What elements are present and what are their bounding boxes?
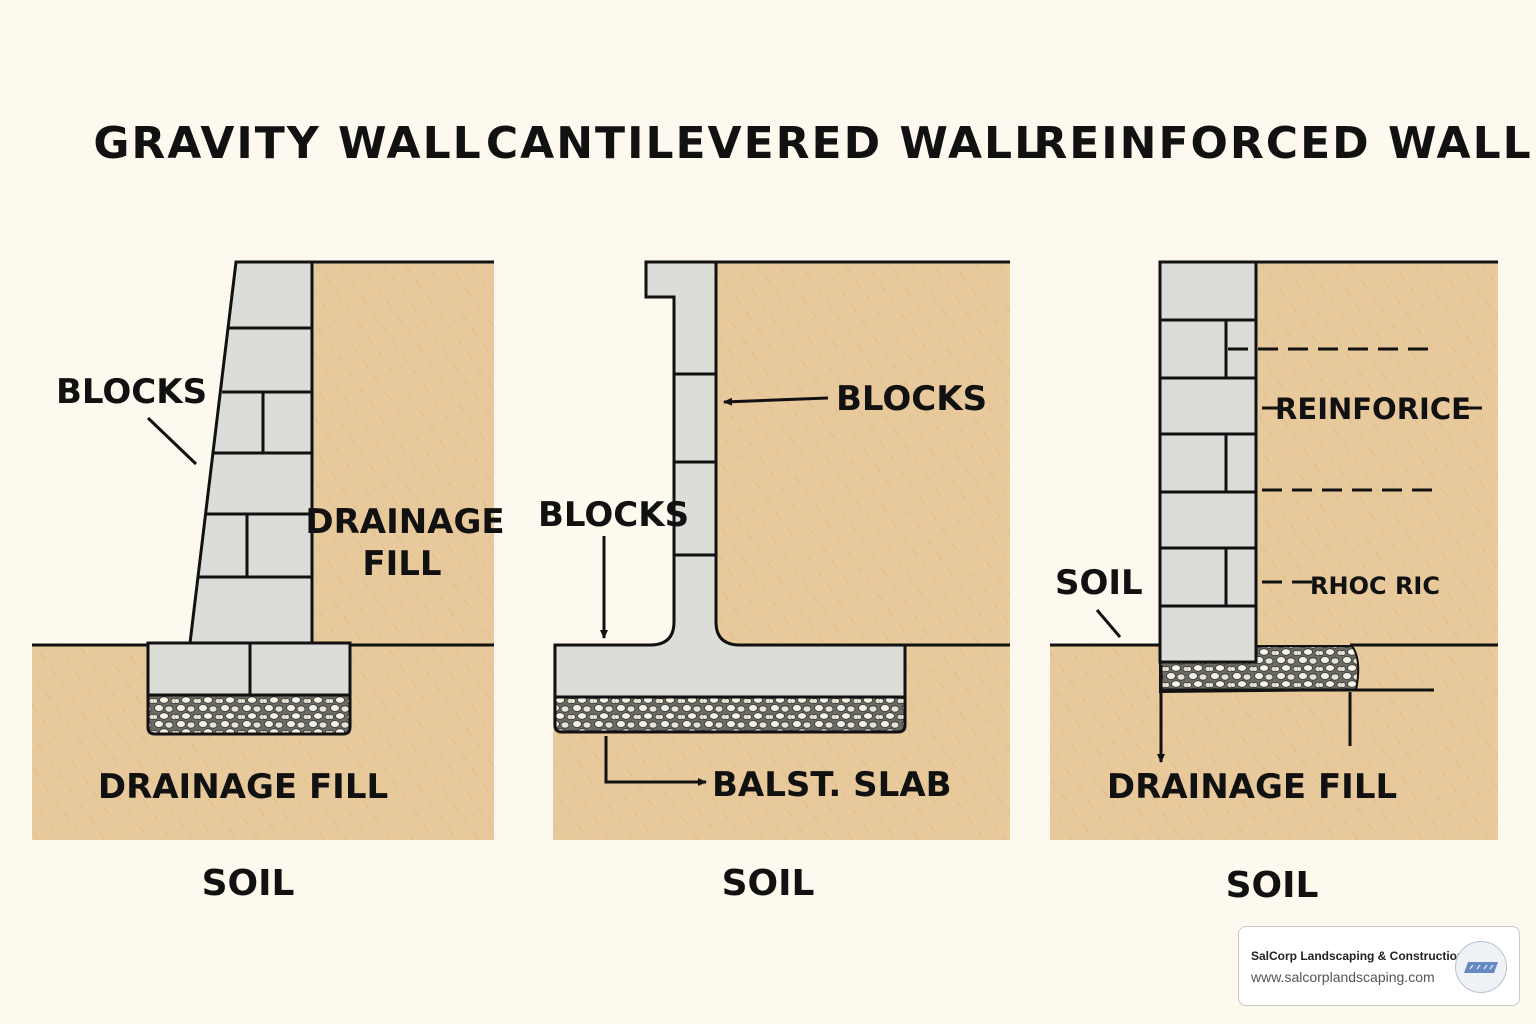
cantilevered-wall-stem — [553, 260, 907, 699]
gravity-blocks-label: BLOCKS — [56, 372, 207, 412]
gravity-fill-label-line2: FILL — [362, 544, 441, 584]
cantilevered-blocks-left-label: BLOCKS — [538, 495, 689, 535]
gravity-footing — [146, 641, 352, 697]
reinforced-wall-blocks — [1158, 260, 1258, 664]
cantilevered-blocks-right-arrow — [723, 396, 829, 406]
company-name: SalCorp Landscaping & Construction — [1251, 949, 1465, 963]
cantilevered-slab-label: BALST. SLAB — [712, 765, 952, 805]
reinforced-base-label: DRAINAGE FILL — [1107, 767, 1397, 807]
cantilevered-wall-title: CANTILEVERED WALL — [486, 118, 1044, 169]
reinforced-soil-side-leader — [1095, 609, 1122, 638]
cantilevered-slab-arrow — [604, 736, 707, 786]
cantilevered-blocks-right-label: BLOCKS — [836, 379, 987, 419]
reinforced-soil-side-label: SOIL — [1055, 563, 1143, 603]
cantilevered-gravel-bed — [553, 695, 907, 734]
reinforce-label-1: REINFORICE — [1275, 392, 1471, 426]
gravity-wall-title: GRAVITY WALL — [93, 118, 482, 169]
cantilevered-stem-blocks — [674, 372, 716, 557]
cantilevered-wall-panel: CANTILEVERED WALL BLOCKS BLOCKS BALST. S… — [486, 118, 1044, 904]
reinforced-soil-label: SOIL — [1226, 865, 1319, 906]
reinforced-wall-title: REINFORCED WALL — [1033, 118, 1532, 169]
gravity-gravel-bed — [146, 693, 352, 736]
reinforced-wall-panel: REINFORCED WALL — [1033, 118, 1532, 906]
gravity-soil-label: SOIL — [202, 863, 295, 904]
company-url[interactable]: www.salcorplandscaping.com — [1251, 969, 1435, 985]
gravity-backfill — [312, 262, 494, 645]
gravity-wall-blocks — [188, 260, 314, 645]
company-badge[interactable]: SalCorp Landscaping & Construction www.s… — [1238, 926, 1520, 1006]
reinforcement-layers — [1228, 347, 1482, 584]
gravity-wall-panel: GRAVITY WALL — [32, 118, 505, 904]
gravity-blocks-leader — [146, 416, 198, 466]
cantilevered-backfill — [716, 262, 1010, 645]
gravity-fill-label-line1: DRAINAGE — [305, 502, 504, 542]
cantilevered-soil-label: SOIL — [722, 863, 815, 904]
gravity-base-label: DRAINAGE FILL — [98, 767, 388, 807]
salcorp-logo-icon — [1455, 941, 1507, 993]
reinforced-soil-ground — [1050, 645, 1498, 840]
reinforce-label-2: RHOC RIC — [1310, 572, 1440, 600]
